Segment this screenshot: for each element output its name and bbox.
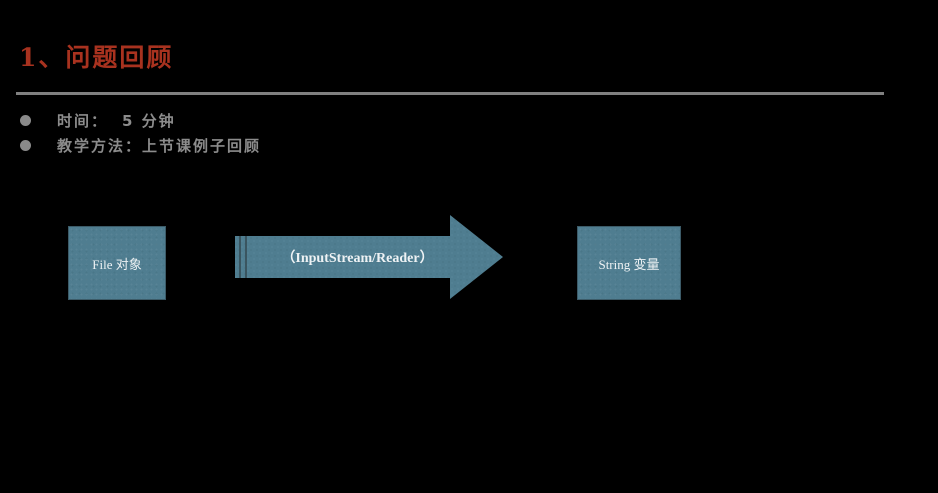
file-object-label: File 对象 [92,256,142,272]
bullet-list: 时间： 5 分钟 教学方法： 上节课例子回顾 [20,108,261,158]
string-variable-label: String 变量 [598,256,660,272]
bullet-value: 上节课例子回顾 [142,137,262,155]
bullet-label: 时间： [57,112,109,130]
bullet-label: 教学方法： [57,137,143,155]
arrow-right-icon [235,215,503,299]
bullet-dot-icon [20,140,31,151]
arrow-label: （InputStream/Reader） [281,251,434,266]
slide-title: 1、问题回顾 [19,43,174,72]
bullet-dot-icon [20,115,31,126]
file-object-box: File 对象 [68,226,166,300]
title-divider [16,92,884,95]
bullet-value: 5 分钟 [122,112,176,130]
bullet-item-time: 时间： 5 分钟 [20,108,261,133]
bullet-item-method: 教学方法： 上节课例子回顾 [20,133,261,158]
string-variable-box: String 变量 [577,226,681,300]
